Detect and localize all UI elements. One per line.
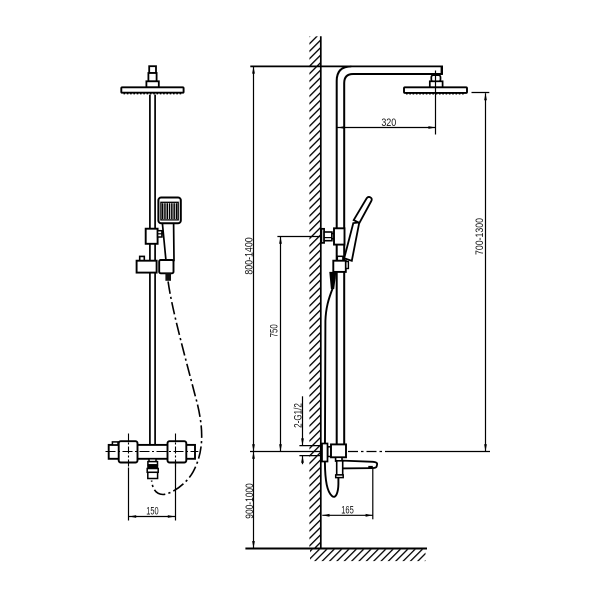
svg-text:165: 165 [341, 504, 354, 517]
svg-text:150: 150 [146, 505, 158, 518]
svg-text:2-G1/2: 2-G1/2 [292, 403, 305, 428]
svg-text:700-1300: 700-1300 [474, 218, 486, 255]
svg-text:320: 320 [381, 117, 396, 129]
svg-text:750: 750 [268, 324, 281, 337]
svg-text:900-1000: 900-1000 [244, 483, 256, 519]
svg-text:800-1400: 800-1400 [244, 237, 256, 275]
